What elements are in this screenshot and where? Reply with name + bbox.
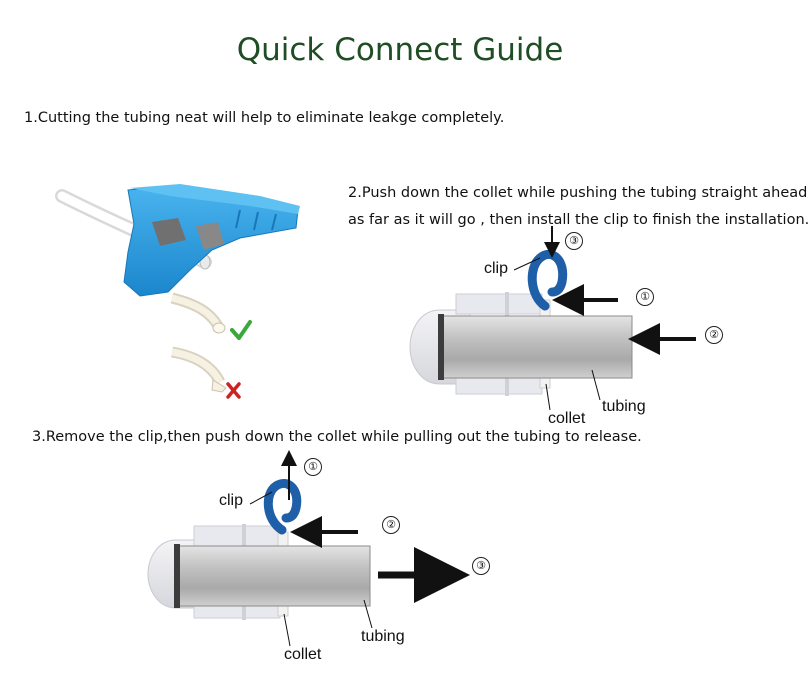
- step2-connector: [409, 292, 633, 396]
- step3-marker-3: ③: [472, 557, 490, 575]
- step3-instruction: 3.Remove the clip,then push down the col…: [32, 429, 642, 445]
- step2-marker-1: ①: [636, 288, 654, 306]
- step1-instruction: 1.Cutting the tubing neat will help to e…: [24, 110, 505, 126]
- clip-icon: [527, 250, 568, 311]
- step3-tubing-label: tubing: [361, 628, 405, 645]
- step2-instruction-line1: 2.Push down the collet while pushing the…: [348, 185, 808, 201]
- step3-marker-2: ②: [382, 516, 400, 534]
- step2-collet-label: collet: [548, 410, 586, 427]
- step3-collet-label: collet: [284, 646, 322, 663]
- step2-clip-label: clip: [484, 260, 509, 277]
- cross-icon: [226, 382, 241, 399]
- clip-icon: [263, 479, 302, 535]
- neat-cut-tube-sample: [170, 292, 226, 334]
- step3-clip-label: clip: [219, 492, 244, 509]
- step2-marker-3: ③: [565, 232, 583, 250]
- check-icon: [230, 320, 252, 340]
- page-title: Quick Connect Guide: [236, 32, 564, 68]
- step2-marker-2: ②: [705, 326, 723, 344]
- step2-tubing-label: tubing: [602, 398, 646, 415]
- step3-marker-1: ①: [304, 458, 322, 476]
- step2-instruction-line2: as far as it will go , then install the …: [348, 212, 809, 228]
- tube-cutter-icon: [55, 184, 300, 297]
- step3-connector: [147, 524, 371, 620]
- uneven-cut-tube-sample: [170, 346, 227, 393]
